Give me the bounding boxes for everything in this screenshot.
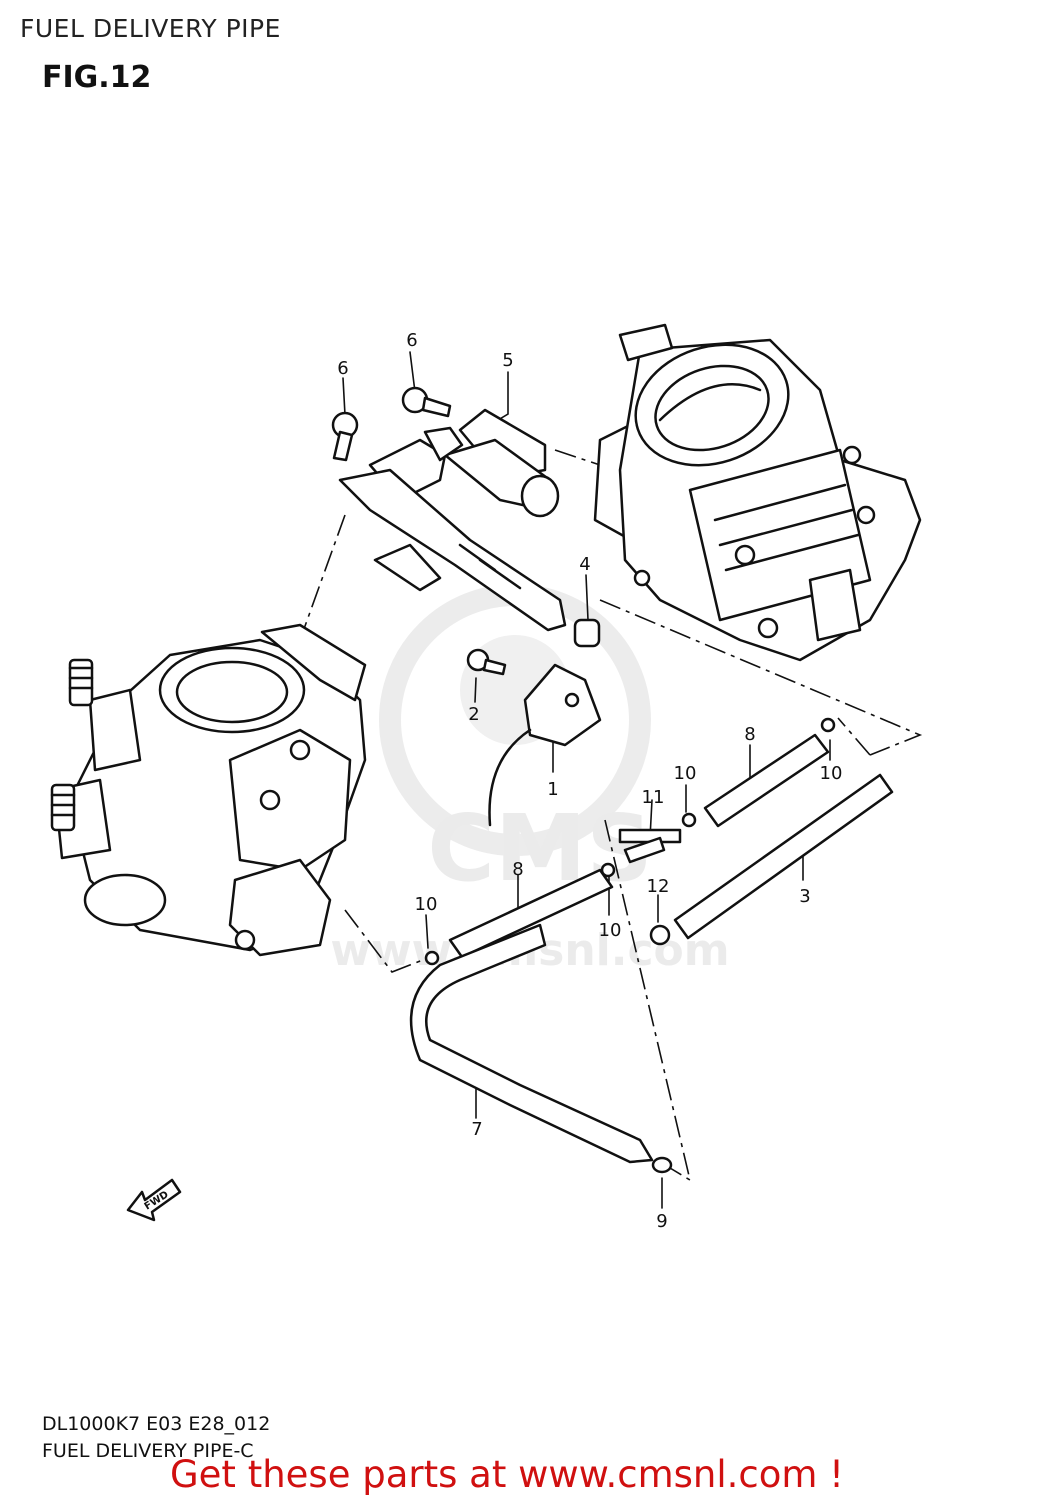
part-12-clamp	[649, 924, 671, 946]
fwd-arrow-icon: FWD	[126, 1178, 182, 1222]
part-6-bolt	[401, 386, 452, 418]
diagram-code: DL1000K7 E03 E28_012	[42, 1413, 271, 1435]
callout-2: 2	[468, 704, 479, 725]
callout-8a: 8	[744, 724, 755, 745]
part-2-bolt	[466, 648, 507, 676]
callout-6b: 6	[337, 358, 348, 379]
part-10-clips	[424, 717, 836, 966]
callout-9: 9	[656, 1211, 667, 1232]
part-3-hose	[673, 773, 894, 940]
rear-throttle-body	[593, 323, 922, 662]
callout-6a: 6	[406, 330, 417, 351]
callout-8b: 8	[512, 859, 523, 880]
guide-lines	[299, 449, 923, 1182]
part-1-holder	[488, 663, 602, 827]
callout-10c: 10	[599, 920, 622, 941]
callout-11: 11	[642, 787, 665, 808]
part-5-fuel-delivery-pipe	[338, 408, 567, 632]
callout-10d: 10	[415, 894, 438, 915]
part-11-joint	[618, 828, 682, 864]
watermark-logo: CMS	[427, 795, 652, 902]
callout-10a: 10	[674, 763, 697, 784]
callout-7: 7	[471, 1119, 482, 1140]
callout-12: 12	[647, 876, 670, 897]
part-4-cushion	[573, 618, 601, 648]
diagram-subtitle: FUEL DELIVERY PIPE-C	[42, 1440, 254, 1462]
part-9-clip	[651, 1156, 673, 1174]
callouts: 1 2 3 4 5 6 6 7 8 8 9 10 10 10 10 11 12	[337, 330, 842, 1232]
callout-5: 5	[502, 350, 513, 371]
part-8-hose-lower	[448, 868, 614, 959]
part-8-hose	[703, 733, 830, 828]
callout-3: 3	[799, 886, 810, 907]
page-title: FUEL DELIVERY PIPE	[20, 14, 281, 43]
callout-1: 1	[547, 779, 558, 800]
front-throttle-body	[50, 623, 367, 957]
cta-link[interactable]: Get these parts at www.cmsnl.com !	[170, 1453, 845, 1496]
part-7-hose	[409, 923, 654, 1164]
figure-number: FIG.12	[42, 60, 152, 95]
part-6-bolt-2	[331, 411, 359, 462]
callout-4: 4	[579, 554, 590, 575]
callout-10b: 10	[820, 763, 843, 784]
